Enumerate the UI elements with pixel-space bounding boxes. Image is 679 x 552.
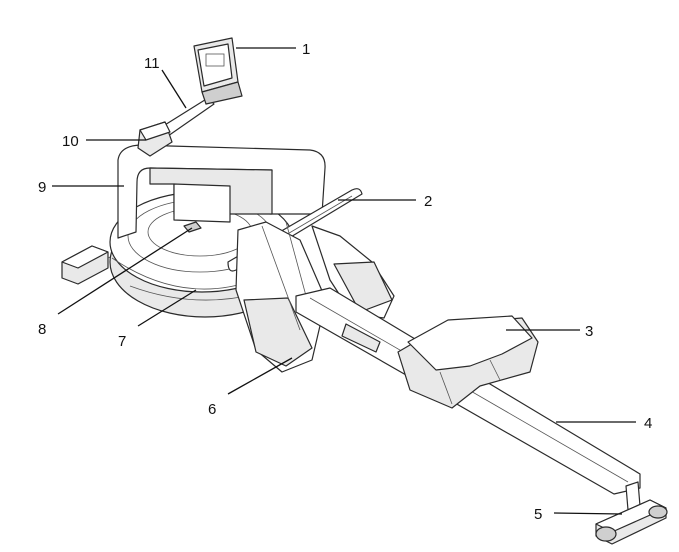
callout-9: 9 bbox=[38, 179, 46, 196]
callout-5: 5 bbox=[534, 506, 542, 523]
callout-6: 6 bbox=[208, 401, 216, 418]
leader-line-11 bbox=[162, 70, 186, 108]
performance-monitor bbox=[194, 38, 242, 104]
callout-8: 8 bbox=[38, 321, 46, 338]
callout-1: 1 bbox=[302, 41, 310, 58]
callout-10: 10 bbox=[62, 133, 79, 150]
callout-4: 4 bbox=[644, 415, 652, 432]
leader-line-6 bbox=[228, 358, 292, 394]
leader-line-5 bbox=[554, 513, 622, 514]
callout-7: 7 bbox=[118, 333, 126, 350]
callout-2: 2 bbox=[424, 193, 432, 210]
callout-11: 11 bbox=[144, 55, 160, 72]
front-stabilizer bbox=[596, 482, 667, 544]
callout-3: 3 bbox=[585, 323, 593, 340]
